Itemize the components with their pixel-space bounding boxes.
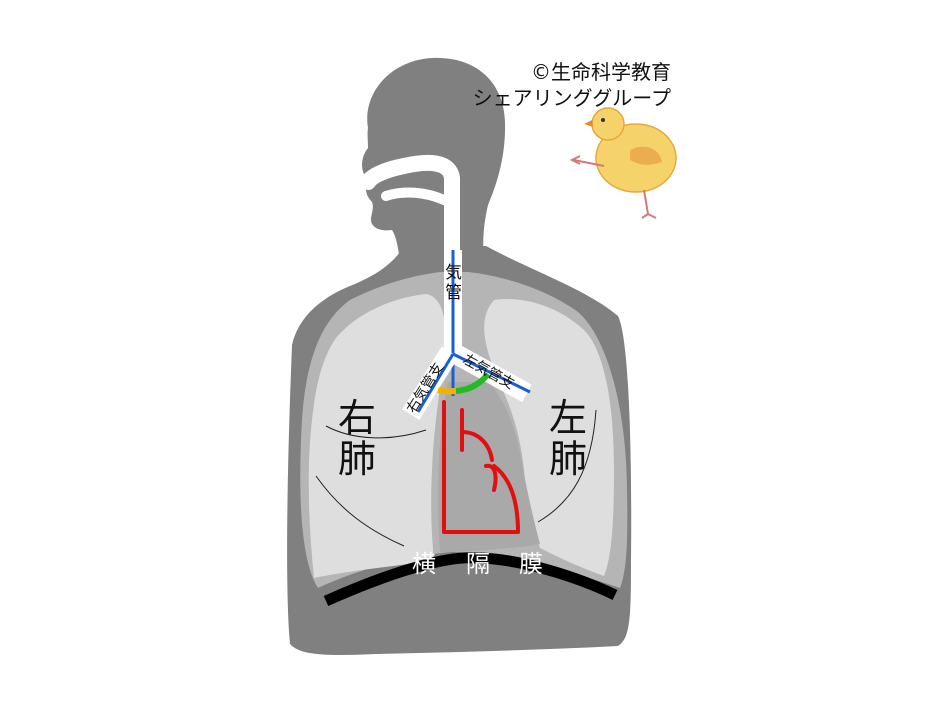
left-lung-label: 左肺 — [544, 398, 592, 480]
trachea-label-2: 管 — [445, 283, 462, 303]
right-bronchus-mark — [438, 390, 458, 392]
chick-eye — [601, 118, 605, 122]
chick-head — [592, 108, 624, 140]
diaphragm-label-3: 膜 — [519, 552, 543, 576]
chick-beak — [584, 120, 593, 127]
diaphragm-label-2: 隔 — [466, 552, 490, 576]
chick-leg-right — [642, 190, 656, 218]
credit-line-2: シェアリンググループ — [473, 88, 671, 108]
chick-icon — [572, 108, 676, 218]
trachea-label-1: 気 — [445, 263, 462, 283]
credit-line-1: ©生命科学教育 — [531, 62, 671, 82]
right-lung-label: 右肺 — [333, 398, 381, 480]
diaphragm-label-1: 横 — [412, 552, 436, 576]
